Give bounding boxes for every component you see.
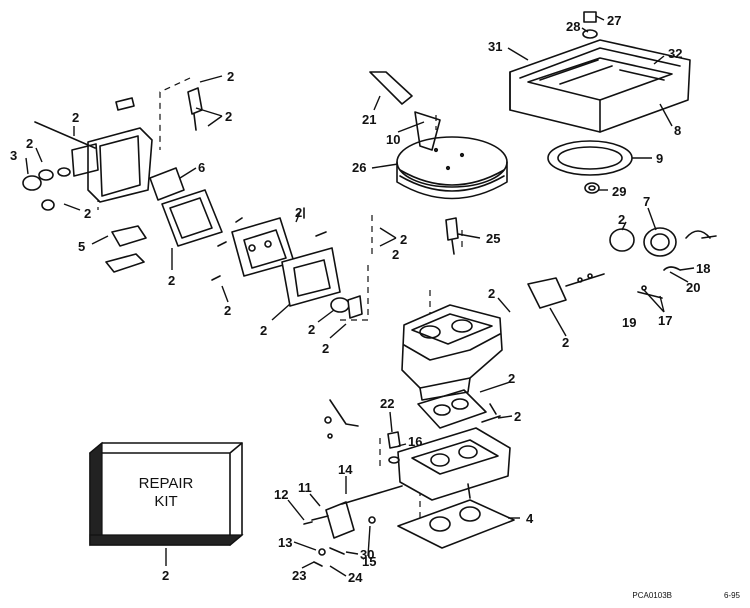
choke-spring-parts — [637, 266, 681, 299]
callout-2-d: 2 — [26, 136, 33, 151]
nozzle-25 — [445, 217, 459, 255]
callout-2-s: 2 — [392, 247, 399, 262]
callout-11: 11 — [298, 480, 312, 495]
callout-20: 20 — [686, 280, 700, 295]
carburetor-main-body — [401, 304, 503, 401]
callout-2-e: 2 — [84, 206, 91, 221]
repair-kit-label-line2: KIT — [154, 493, 177, 510]
throttle-body — [397, 427, 511, 501]
callout-2-o: 2 — [562, 335, 569, 350]
callout-5: 5 — [78, 239, 85, 254]
callout-23: 23 — [292, 568, 306, 583]
nut-29 — [584, 182, 600, 194]
callout-27: 27 — [607, 13, 621, 28]
callout-9: 9 — [656, 151, 663, 166]
wing-nut — [582, 11, 598, 39]
needle-valve — [115, 87, 203, 131]
throttle-lever — [311, 485, 403, 539]
callout-18: 18 — [696, 261, 710, 276]
callout-6: 6 — [198, 160, 205, 175]
callout-24: 24 — [348, 570, 363, 585]
callout-31: 31 — [488, 39, 502, 54]
callout-4: 4 — [526, 511, 534, 526]
callout-2-k: 2 — [322, 341, 329, 356]
hose — [369, 71, 413, 105]
callout-7: 7 — [643, 194, 650, 209]
power-valve — [330, 295, 363, 319]
callout-30: 30 — [360, 547, 374, 562]
callout-10: 10 — [386, 132, 400, 147]
choke-linkage — [527, 273, 605, 309]
figure-date: 6-95 — [724, 591, 741, 600]
metering-block — [231, 217, 295, 277]
metering-plate — [281, 247, 341, 307]
callout-19: 19 — [622, 315, 636, 330]
callout-2-p: 2 — [508, 371, 515, 386]
callout-2-n: 2 — [488, 286, 495, 301]
callout-2-g: 2 — [224, 303, 231, 318]
repair-kit-box — [89, 441, 244, 547]
callout-3: 3 — [10, 148, 17, 163]
callout-2-m: 2 — [618, 212, 625, 227]
callout-2-b: 2 — [225, 109, 232, 124]
air-cleaner-seal-ring — [547, 140, 633, 176]
inlet-fitting — [22, 167, 71, 211]
callout-29: 29 — [612, 184, 626, 199]
callout-15: 15 — [362, 554, 376, 569]
upper-gasket — [417, 389, 487, 429]
callout-21: 21 — [362, 112, 376, 127]
callout-13: 13 — [278, 535, 292, 550]
float — [149, 167, 185, 201]
callout-14: 14 — [338, 462, 353, 477]
callout-8: 8 — [674, 123, 681, 138]
leader-lines — [25, 15, 695, 577]
accelerator-pump — [105, 225, 147, 273]
callout-2-f: 2 — [168, 273, 175, 288]
small-screws-left — [211, 207, 327, 281]
callout-28: 28 — [566, 19, 580, 34]
callout-2-h: 2 — [295, 205, 302, 220]
small-parts-lower — [303, 399, 501, 567]
callout-2-r: 2 — [162, 568, 169, 583]
base-gasket — [397, 499, 515, 549]
choke-thermostat — [609, 227, 717, 257]
flame-arrestor — [396, 136, 508, 200]
air-cleaner-cover — [509, 39, 691, 133]
callout-2-i: 2 — [260, 323, 267, 338]
callout-16: 16 — [408, 434, 422, 449]
callout-2-j: 2 — [308, 322, 315, 337]
repair-kit-label-line1: REPAIR — [139, 475, 194, 492]
fuel-bowl — [71, 127, 153, 203]
bowl-gasket — [161, 189, 223, 247]
fuel-bowl-screw — [34, 121, 96, 149]
callout-22: 22 — [380, 396, 394, 411]
callout-2-c: 2 — [72, 110, 79, 125]
callout-12: 12 — [274, 487, 288, 502]
figure-code: PCA0103B — [632, 591, 672, 600]
crankcase-vent — [414, 111, 441, 151]
callout-25: 25 — [486, 231, 500, 246]
callout-2-q: 2 — [514, 409, 521, 424]
callout-17: 17 — [658, 313, 672, 328]
callout-2-l: 2 — [400, 232, 407, 247]
callout-32: 32 — [668, 46, 682, 61]
callouts: 2 2 2 3 2 2 6 5 2 2 2 2 2 2 21 10 26 2 2… — [10, 13, 710, 585]
callout-26: 26 — [352, 160, 366, 175]
callout-2-a: 2 — [227, 69, 234, 84]
